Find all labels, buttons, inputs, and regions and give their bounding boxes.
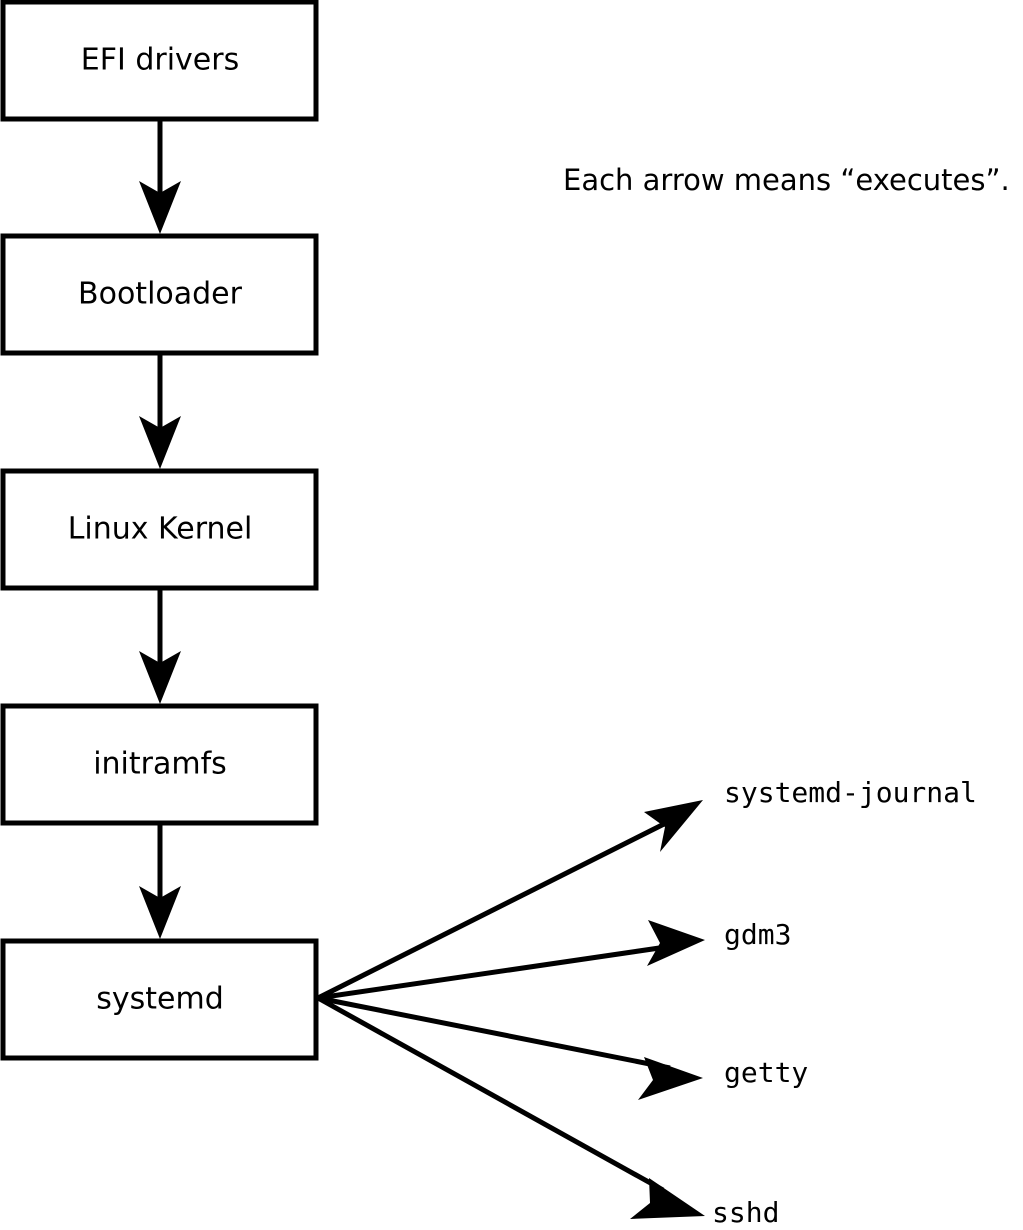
node-linux-kernel[interactable]: Linux Kernel xyxy=(0,468,319,591)
legend-text: Each arrow means “executes”. xyxy=(563,163,1010,197)
service-label-systemd-journal: systemd-journal xyxy=(724,776,977,809)
edge-systemd-to-systemd-journal xyxy=(316,800,703,1001)
node-bootloader[interactable]: Bootloader xyxy=(0,233,319,356)
node-label-systemd: systemd xyxy=(96,982,224,1017)
node-label-bootloader: Bootloader xyxy=(78,277,243,312)
node-label-efi-drivers: EFI drivers xyxy=(81,43,239,78)
edge-systemd-to-sshd xyxy=(316,995,705,1219)
edge-bootloader-to-linux-kernel xyxy=(139,353,181,469)
edge-systemd-to-gdm3 xyxy=(317,920,705,1001)
node-label-initramfs: initramfs xyxy=(93,747,227,782)
node-systemd[interactable]: systemd xyxy=(0,938,319,1061)
edge-linux-kernel-to-initramfs xyxy=(139,588,181,704)
node-box-initramfs xyxy=(0,703,319,826)
service-label-sshd: sshd xyxy=(712,1196,779,1229)
service-label-gdm3: gdm3 xyxy=(724,918,791,951)
edge-initramfs-to-systemd xyxy=(139,823,181,939)
edge-systemd-to-getty xyxy=(317,995,703,1100)
node-efi-drivers[interactable]: EFI drivers xyxy=(0,0,319,122)
node-box-bootloader xyxy=(0,233,319,356)
edge-efi-drivers-to-bootloader xyxy=(139,119,181,234)
node-label-linux-kernel: Linux Kernel xyxy=(68,512,253,547)
node-box-systemd xyxy=(0,938,319,1061)
service-label-getty: getty xyxy=(724,1056,808,1089)
node-box-efi-drivers xyxy=(0,0,319,122)
node-initramfs[interactable]: initramfs xyxy=(0,703,319,826)
